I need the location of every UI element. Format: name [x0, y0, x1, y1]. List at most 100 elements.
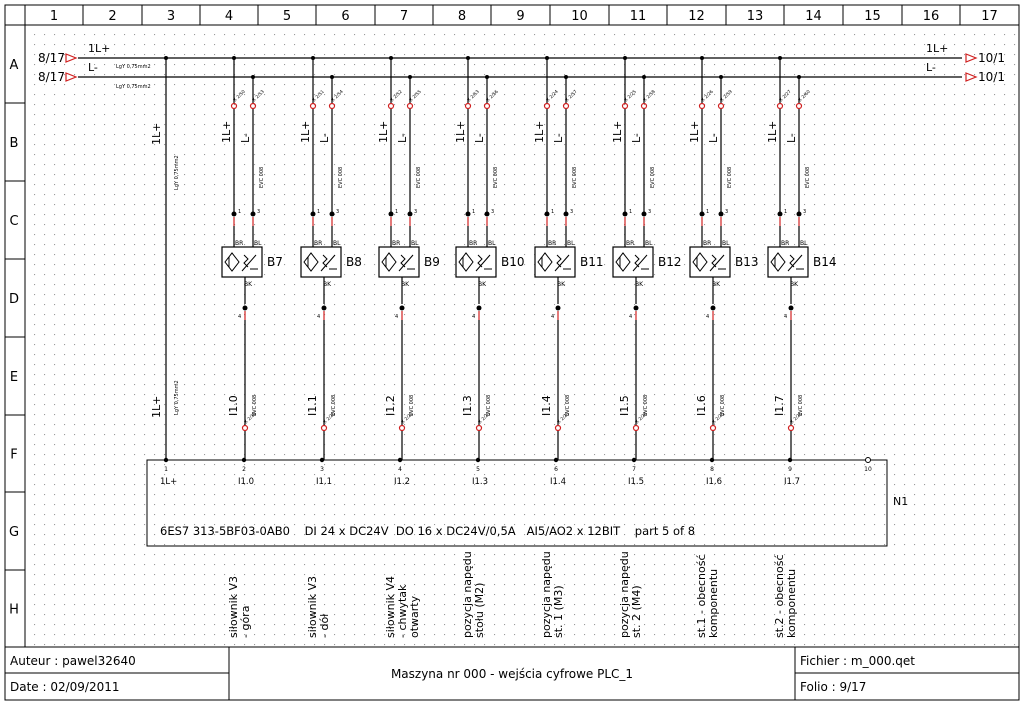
color-br-B11: BR — [548, 240, 556, 247]
color-bl-B8: BL — [333, 240, 341, 247]
color-br-B9: BR — [392, 240, 400, 247]
plc-pin-label-7: I1.5 — [628, 477, 644, 487]
color-bk-B8: BK — [323, 281, 332, 288]
cable-bot-B7: EVC 008 — [252, 395, 258, 416]
desc-B8-line-1: siłownik V3 — [306, 576, 319, 638]
plc-pin-1: 1 — [164, 466, 168, 473]
desc-B13-line-1: st.1 - obecność — [695, 554, 708, 638]
sensor-body-B11[interactable] — [534, 246, 576, 278]
desc-B7-line-1: siłownik V3 — [227, 576, 240, 638]
color-br-B7: BR — [235, 240, 243, 247]
cable-top-B8: EVC 008 — [338, 167, 344, 188]
input-label-B12: I1.5 — [618, 395, 631, 416]
right-ref-arrow-top[interactable] — [965, 53, 978, 63]
branch-minus-B10: L- — [473, 133, 486, 143]
color-bl-B7: BL — [254, 240, 262, 247]
plc-pin-label-2: I1.0 — [238, 477, 254, 487]
branch-plus-B8: 1L+ — [299, 121, 312, 143]
pin4-B10: 4 — [472, 314, 475, 320]
sensor-body-B9[interactable] — [378, 246, 420, 278]
sensor-body-B14[interactable] — [767, 246, 809, 278]
sensor-symbol-icon — [770, 252, 786, 272]
sensor-symbol-icon — [692, 252, 708, 272]
sensor-tag-B13: B13 — [735, 255, 759, 269]
branch-minus-B14: L- — [785, 133, 798, 143]
sensor-body-B8[interactable] — [300, 246, 342, 278]
plc-pin-5: 5 — [476, 466, 480, 473]
branch-minus-B12: L- — [630, 133, 643, 143]
right-ref-bottom[interactable]: 10/1 — [978, 70, 1005, 84]
cable-top-B10: EVC 008 — [493, 167, 499, 188]
left-ref-bottom[interactable]: 8/17 — [38, 70, 65, 84]
branch-plus-B10: 1L+ — [454, 121, 467, 143]
branch-minus-B11: L- — [552, 133, 565, 143]
sensor-body-B13[interactable] — [689, 246, 731, 278]
color-br-B13: BR — [703, 240, 711, 247]
plc-pins: 11L+2I1.03I1.14I1.25I1.36I1.47I1.58I1.69… — [160, 457, 872, 487]
color-bl-B10: BL — [488, 240, 496, 247]
right-ref-arrow-bottom[interactable] — [965, 72, 978, 82]
color-bk-B12: BK — [635, 281, 644, 288]
color-bl-B14: BL — [800, 240, 808, 247]
left-ref-arrow-bottom[interactable] — [65, 72, 78, 82]
folio-field: Folio : 9/17 — [800, 680, 866, 694]
pin3-B14: 3 — [803, 209, 806, 215]
plc-pin-label-5: I1.3 — [472, 477, 488, 487]
column-header-7: 7 — [400, 9, 408, 24]
column-header-16: 16 — [923, 9, 940, 24]
column-header-4: 4 — [225, 9, 233, 24]
bus-lplus-label-right: 1L+ — [926, 42, 948, 55]
color-bk-B9: BK — [401, 281, 410, 288]
feed-label-bottom: 1L+ — [150, 396, 163, 418]
desc-B12-line-2: st. 2 (M4) — [630, 585, 643, 638]
left-ref-arrow-top[interactable] — [65, 53, 78, 63]
pin4-B14: 4 — [784, 314, 787, 320]
left-ref-top[interactable]: 8/17 — [38, 51, 65, 65]
cable-bot-B8: EVC 008 — [331, 395, 337, 416]
pin1-B12: 1 — [629, 209, 632, 215]
desc-B7-line-2: - góra — [239, 606, 252, 638]
branch-plus-B7: 1L+ — [220, 121, 233, 143]
pin1-B10: 1 — [472, 209, 475, 215]
plc-module[interactable]: N1 6ES7 313-5BF03-0AB0 DI 24 x DC24V DO … — [146, 457, 908, 547]
cable-bot-B14: EVC 008 — [798, 395, 804, 416]
branch-minus-B7: L- — [239, 133, 252, 143]
cable-top-B7: EVC 008 — [259, 167, 265, 188]
desc-B9-line-1: siłownik V4 — [384, 576, 397, 638]
cable-top-B11: EVC 008 — [572, 167, 578, 188]
cable-bot-B13: EVC 008 — [720, 395, 726, 416]
plc-pin-label-8: I1.6 — [706, 477, 722, 487]
sensor-symbol-icon — [537, 252, 553, 272]
input-label-B10: I1.3 — [461, 395, 474, 416]
color-br-B14: BR — [781, 240, 789, 247]
sensor-symbol-icon — [303, 252, 319, 272]
pin1-B11: 1 — [551, 209, 554, 215]
sensor-tag-B12: B12 — [658, 255, 682, 269]
branch-plus-B11: 1L+ — [533, 121, 546, 143]
desc-B9-line-2: - chwytak — [396, 584, 409, 638]
plc-pin-7: 7 — [632, 466, 636, 473]
right-ref-top[interactable]: 10/1 — [978, 51, 1005, 65]
sensor-body-B12[interactable] — [612, 246, 654, 278]
column-header-5: 5 — [283, 9, 291, 24]
sensor-body-B7[interactable] — [221, 246, 263, 278]
row-header-E: E — [10, 370, 18, 385]
branch-plus-B9: 1L+ — [377, 121, 390, 143]
sensor-body-B10[interactable] — [455, 246, 497, 278]
sensor-symbol-icon — [458, 252, 474, 272]
plc-box[interactable] — [146, 459, 888, 547]
color-bk-B13: BK — [712, 281, 721, 288]
plc-pin-4: 4 — [398, 466, 402, 473]
sensor-symbol-icon — [381, 252, 397, 272]
plc-pin-label-1: 1L+ — [160, 477, 177, 487]
